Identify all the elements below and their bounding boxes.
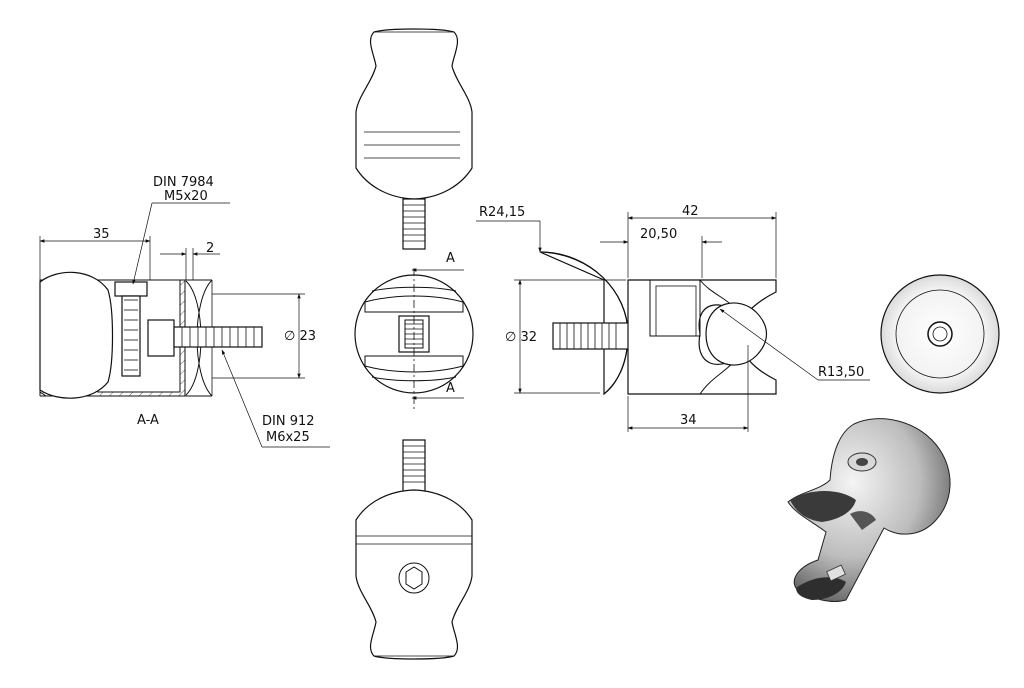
- section-outline: [39, 279, 212, 397]
- dim-35-label: 35: [93, 227, 110, 242]
- screw-bottom-label-1: DIN 912: [262, 414, 315, 429]
- front-view: A A: [354, 251, 474, 410]
- screw-din7984: [114, 281, 148, 377]
- isometric-render: [787, 418, 951, 602]
- section-mark-bottom: A: [446, 381, 455, 396]
- dim-42-label: 42: [682, 204, 699, 219]
- screw-din912: [147, 319, 263, 357]
- dim-r13-label: R13,50: [818, 365, 864, 380]
- section-view: 35 2 ∅ 23 DIN 7984 M5x20 DIN 912 M6x25 A…: [39, 175, 330, 448]
- dim-diameter-23-label: ∅ 23: [284, 329, 316, 344]
- screw-bottom-label-2: M6x25: [266, 430, 310, 445]
- bottom-thread: [402, 439, 426, 493]
- dim-r24-label: R24,15: [479, 205, 525, 220]
- top-view-part: [355, 28, 473, 250]
- end-view: [880, 274, 1000, 394]
- bottom-view-part: [355, 439, 473, 660]
- pipe-bore-left: [39, 271, 114, 399]
- screw-top-label-2: M5x20: [164, 189, 208, 204]
- dim-34-label: 34: [680, 413, 697, 428]
- section-label: A-A: [137, 413, 159, 428]
- section-mark-top: A: [446, 251, 455, 266]
- screw-top-label-1: DIN 7984: [153, 175, 214, 190]
- dim-2-label: 2: [206, 241, 214, 256]
- dim-diameter-32-label: ∅ 32: [505, 330, 537, 345]
- side-view: 42 20,50 R24,15 ∅ 32 R13,50 34: [476, 204, 870, 432]
- top-thread: [402, 198, 426, 250]
- dim-20-50-label: 20,50: [640, 227, 677, 242]
